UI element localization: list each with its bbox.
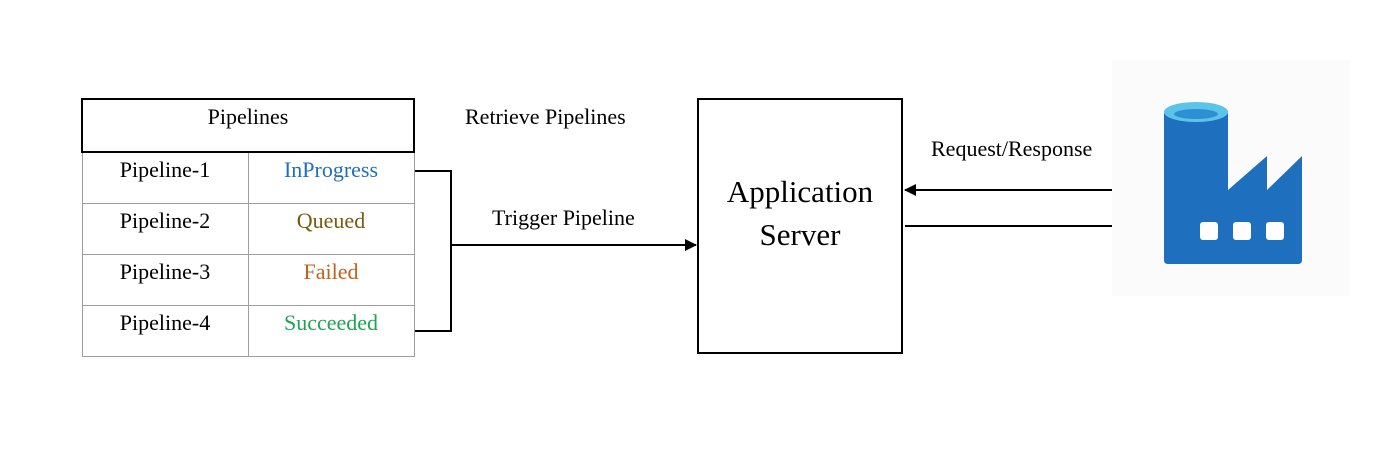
data-factory-icon xyxy=(1112,60,1350,296)
application-server-label: Application Server xyxy=(726,174,874,252)
retrieve-pipelines-label: Retrieve Pipelines xyxy=(465,104,626,129)
pipeline-status: InProgress xyxy=(247,151,415,204)
pipeline-name: Pipeline-1 xyxy=(81,151,249,204)
pipeline-name: Pipeline-4 xyxy=(81,304,249,357)
application-server-box: Application Server xyxy=(697,98,903,354)
table-row: Pipeline-1 InProgress xyxy=(81,151,415,204)
table-row: Pipeline-4 Succeeded xyxy=(81,304,415,357)
table-bracket-connector xyxy=(415,170,452,332)
pipeline-name: Pipeline-3 xyxy=(81,253,249,306)
pipelines-table: Pipelines Pipeline-1 InProgress Pipeline… xyxy=(81,98,415,357)
trigger-pipeline-label: Trigger Pipeline xyxy=(492,205,635,230)
pipelines-table-header: Pipelines xyxy=(81,98,415,153)
pipeline-status: Succeeded xyxy=(247,304,415,357)
request-response-label: Request/Response xyxy=(931,136,1093,161)
